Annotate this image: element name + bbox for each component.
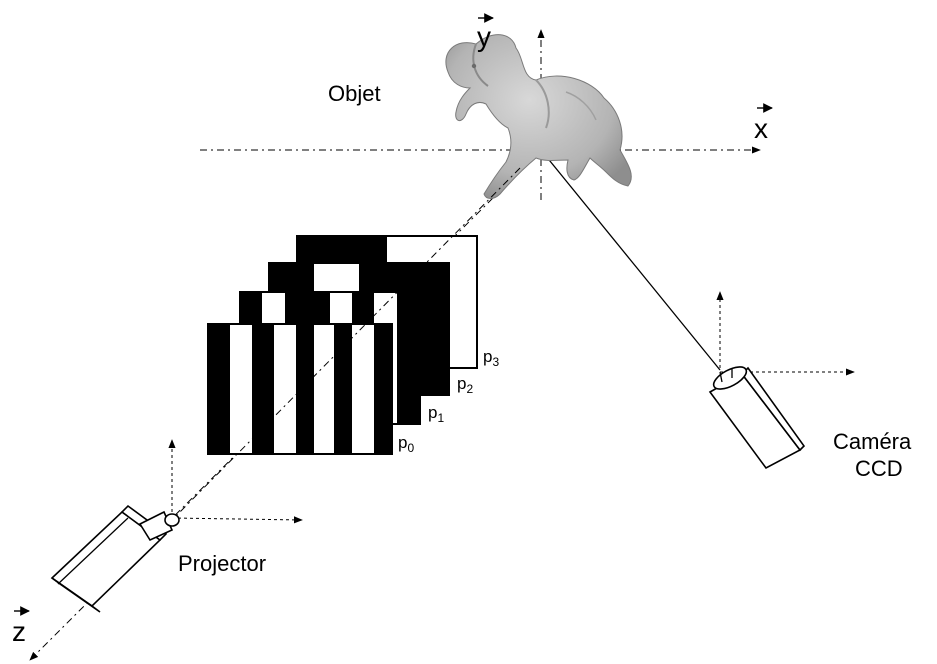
svg-text:z: z <box>12 616 26 647</box>
pattern-label-p0: p0 <box>398 433 414 455</box>
projector-icon <box>50 439 303 613</box>
axis-label-x: x <box>754 103 773 144</box>
projection-patterns: p0 p1 p2 p3 <box>173 167 521 519</box>
svg-text:y: y <box>477 21 491 52</box>
pattern-label-p3: p3 <box>483 347 499 369</box>
axis-label-y: y <box>477 13 494 52</box>
camera-label-line2: CCD <box>855 456 903 481</box>
object-label: Objet <box>328 81 381 106</box>
projector-right-axis <box>171 516 303 524</box>
ccd-camera-icon <box>708 291 855 470</box>
elephant-figurine-icon <box>445 34 632 199</box>
svg-text:x: x <box>754 113 768 144</box>
projection-ray <box>173 167 521 519</box>
camera-ray <box>540 149 721 371</box>
pattern-label-p1: p1 <box>428 403 444 425</box>
projector-label: Projector <box>178 551 266 576</box>
camera-label-line1: Caméra <box>833 429 912 454</box>
pattern-label-p2: p2 <box>457 374 473 396</box>
pattern-frame-p0 <box>207 323 393 455</box>
axis-label-z: z <box>12 606 30 647</box>
